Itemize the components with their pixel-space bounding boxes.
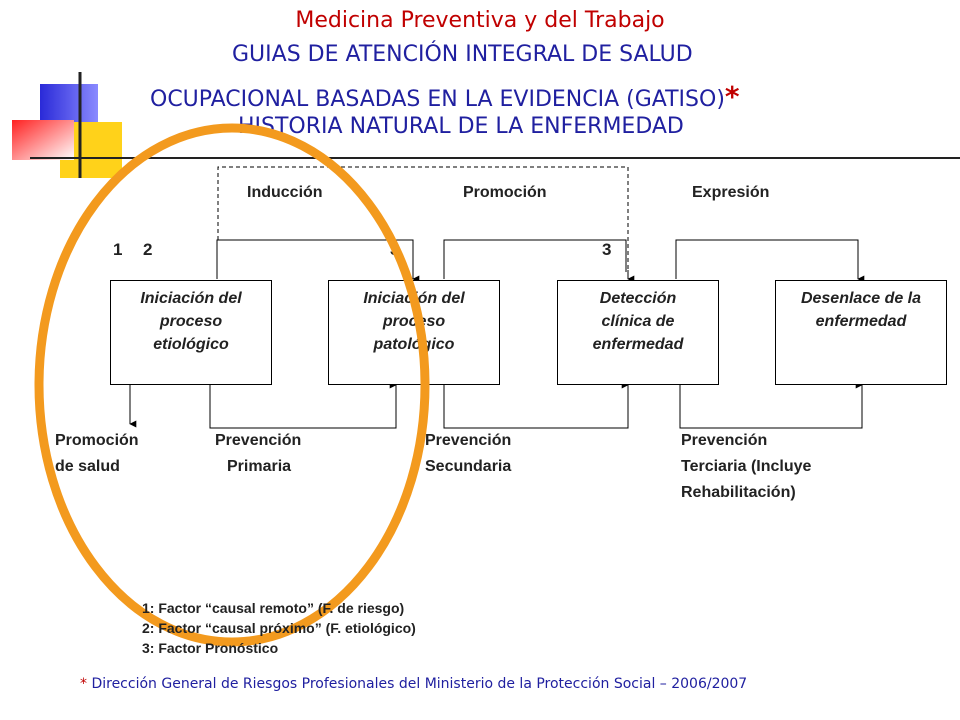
box-desenlace: Desenlace de la enfermedad [775, 280, 947, 385]
factor-number-3b: 3 [602, 240, 612, 259]
subtitle-line2: OCUPACIONAL BASADAS EN LA EVIDENCIA (GAT… [150, 80, 740, 113]
deco-red-square [12, 120, 74, 160]
footer-text: Dirección General de Riesgos Profesional… [91, 676, 748, 692]
box4-line1: Desenlace de la [800, 290, 922, 307]
phase-promocion: Promoción [463, 184, 547, 201]
connector-secundaria [443, 384, 629, 429]
terciaria-line2: Terciaria (Incluye [681, 458, 812, 475]
factor-number-2: 2 [143, 240, 153, 259]
connector-box1-box2 [216, 239, 414, 279]
secundaria-line1: Prevención [425, 432, 512, 449]
legend: 1: Factor “causal remoto” (F. de riesgo)… [142, 598, 416, 658]
label-prevencion-secundaria: Prevención Secundaria [425, 428, 511, 480]
connector-terciaria [679, 384, 863, 429]
box2-line2: proceso [382, 313, 446, 330]
asterisk: * [724, 80, 740, 113]
box1-line2: proceso [159, 313, 223, 330]
footer-asterisk: * [80, 676, 87, 692]
box1-line1: Iniciación del [140, 290, 242, 307]
primaria-line1: Prevención [215, 432, 302, 449]
box-iniciacion-patologico: Iniciación del proceso patológico [328, 280, 500, 385]
footer-citation: * Dirección General de Riesgos Profesion… [80, 676, 747, 692]
secundaria-line2: Secundaria [425, 458, 512, 475]
box-deteccion-clinica: Detección clínica de enfermedad [557, 280, 719, 385]
box3-line3: enfermedad [592, 336, 684, 353]
page-title: Medicina Preventiva y del Trabajo [295, 8, 665, 33]
box2-line1: Iniciación del [363, 290, 465, 307]
box1-line3: etiológico [153, 336, 229, 353]
box3-line2: clínica de [601, 313, 675, 330]
factor-number-3a: 3 [390, 240, 400, 259]
box-iniciacion-etiologico: Iniciación del proceso etiológico [110, 280, 272, 385]
phase-induccion: Inducción [247, 184, 323, 201]
legend-item-3: 3: Factor Pronóstico [142, 640, 279, 656]
terciaria-line1: Prevención [681, 432, 768, 449]
label-prevencion-primaria: Prevención Primaria [215, 428, 301, 480]
box4-line2: enfermedad [815, 313, 907, 330]
subtitle-line3: HISTORIA NATURAL DE LA ENFERMEDAD [238, 114, 684, 139]
subtitle-line2-text: OCUPACIONAL BASADAS EN LA EVIDENCIA (GAT… [150, 87, 725, 112]
terciaria-line3: Rehabilitación) [681, 484, 796, 501]
promocion-salud-line1: Promoción [55, 432, 139, 449]
box2-line3: patológico [373, 336, 455, 353]
legend-item-1: 1: Factor “causal remoto” (F. de riesgo) [142, 600, 405, 616]
connector-box3-box4 [675, 239, 859, 279]
primaria-line2: Primaria [227, 458, 292, 475]
phase-expresion: Expresión [692, 184, 770, 201]
label-promocion-salud: Promoción de salud [55, 428, 139, 480]
legend-item-2: 2: Factor “causal próximo” (F. etiológic… [142, 620, 416, 636]
subtitle-line1: GUIAS DE ATENCIÓN INTEGRAL DE SALUD [232, 42, 693, 67]
factor-number-1: 1 [113, 240, 123, 259]
label-prevencion-terciaria: Prevención Terciaria (Incluye Rehabilita… [681, 428, 811, 506]
promocion-salud-line2: de salud [55, 458, 120, 475]
box3-line1: Detección [599, 290, 677, 307]
connector-box2-box3 [443, 239, 627, 279]
connector-primaria [209, 384, 397, 429]
